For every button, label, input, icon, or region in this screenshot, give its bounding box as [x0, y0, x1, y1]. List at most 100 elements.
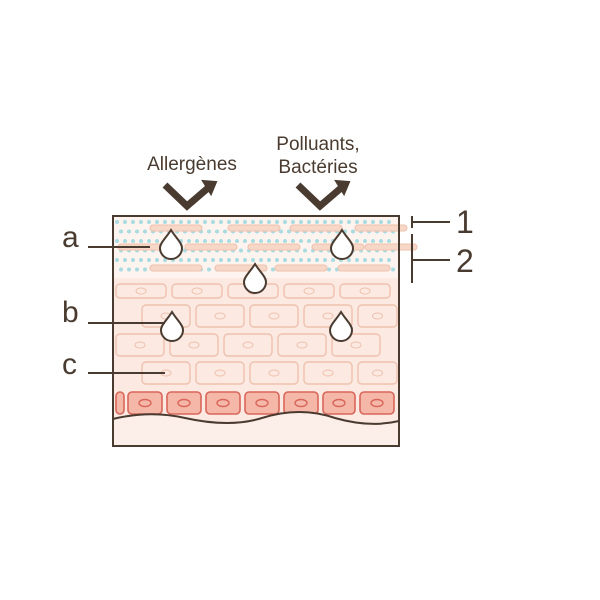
flattened-cell [227, 224, 281, 232]
moisture-dot [327, 267, 331, 272]
moisture-dot [371, 239, 375, 243]
moisture-dot [303, 248, 307, 253]
moisture-dot [323, 239, 327, 243]
spinous-cell [115, 283, 167, 299]
moisture-dot [211, 220, 215, 224]
moisture-dot [391, 267, 395, 272]
spinous-cell [303, 361, 353, 385]
droplet-icon [242, 262, 268, 294]
cell-nucleus [296, 341, 308, 349]
cell-nucleus [191, 287, 203, 295]
spinous-cell [339, 283, 391, 299]
callout-b-label: b [62, 296, 79, 329]
flattened-cell [289, 224, 343, 232]
moisture-dot [379, 239, 383, 243]
callout-c: c [62, 348, 165, 381]
bracket-1: 1 [411, 204, 474, 240]
moisture-dot [135, 229, 139, 234]
moisture-dot [219, 258, 223, 262]
moisture-dot [235, 220, 239, 224]
moisture-dot [275, 239, 279, 243]
flattened-cell [247, 243, 301, 251]
moisture-dot [127, 267, 131, 272]
moisture-dot [267, 220, 271, 224]
bacteria-label: Bactéries [278, 157, 357, 178]
moisture-dot [323, 258, 327, 262]
moisture-dot [115, 258, 119, 262]
moisture-dot [251, 220, 255, 224]
basal-nucleus [294, 398, 308, 408]
moisture-dot [243, 220, 247, 224]
moisture-dot [203, 239, 207, 243]
cell-nucleus [135, 287, 147, 295]
flattened-cell [354, 224, 408, 232]
cell-nucleus [188, 341, 200, 349]
spinous-cell [169, 333, 219, 357]
bracket-2: 2 [411, 234, 474, 283]
moisture-dot [187, 220, 191, 224]
basal-nucleus [255, 398, 269, 408]
moisture-dot [227, 220, 231, 224]
moisture-dot [299, 220, 303, 224]
cell-nucleus [134, 341, 146, 349]
moisture-dot [215, 229, 219, 234]
cell-nucleus [372, 312, 383, 320]
moisture-dot [287, 229, 291, 234]
moisture-dot [307, 239, 311, 243]
moisture-dot [139, 258, 143, 262]
spinous-cell [357, 361, 398, 385]
moisture-dot [387, 220, 391, 224]
moisture-dot [379, 220, 383, 224]
moisture-dot [387, 239, 391, 243]
flattened-cell [364, 243, 418, 251]
moisture-dot [195, 258, 199, 262]
moisture-dot [307, 258, 311, 262]
spinous-cell [357, 304, 398, 328]
droplet-icon [329, 228, 355, 260]
moisture-dots [115, 220, 395, 272]
moisture-dot [315, 239, 319, 243]
moisture-dot [331, 220, 335, 224]
moisture-dot [275, 258, 279, 262]
moisture-dot [115, 239, 119, 243]
dermis-line [112, 411, 400, 425]
cell-nucleus [268, 312, 280, 320]
moisture-dot [131, 239, 135, 243]
moisture-dot [331, 258, 335, 262]
moisture-dot [195, 239, 199, 243]
moisture-dot [259, 220, 263, 224]
cell-nucleus [242, 341, 254, 349]
moisture-dot [251, 258, 255, 262]
droplet-icon [328, 310, 354, 342]
moisture-dot [223, 229, 227, 234]
basal-cell [166, 391, 202, 415]
moisture-dot [219, 220, 223, 224]
moisture-dot [155, 239, 159, 243]
moisture-dot [387, 258, 391, 262]
moisture-dot [179, 258, 183, 262]
moisture-dot [207, 229, 211, 234]
flattened-cell [337, 264, 391, 272]
skin-block [112, 215, 418, 447]
moisture-dot [123, 239, 127, 243]
spinous-cell [115, 333, 165, 357]
moisture-dot [283, 220, 287, 224]
moisture-dot [355, 220, 359, 224]
moisture-dot [211, 258, 215, 262]
moisture-dot [163, 220, 167, 224]
droplet-icon [158, 228, 184, 260]
moisture-dot [227, 239, 231, 243]
moisture-dot [251, 239, 255, 243]
spinous-cell [283, 283, 335, 299]
moisture-dot [267, 258, 271, 262]
moisture-dot [203, 220, 207, 224]
curved-arrow-icon [295, 179, 351, 211]
moisture-dot [115, 220, 119, 224]
basal-nucleus [370, 398, 384, 408]
moisture-dot [371, 220, 375, 224]
flattened-cell [149, 224, 203, 232]
basal-nucleus [138, 398, 152, 408]
moisture-dot [219, 239, 223, 243]
moisture-dot [119, 267, 123, 272]
spinous-cells [115, 283, 398, 385]
